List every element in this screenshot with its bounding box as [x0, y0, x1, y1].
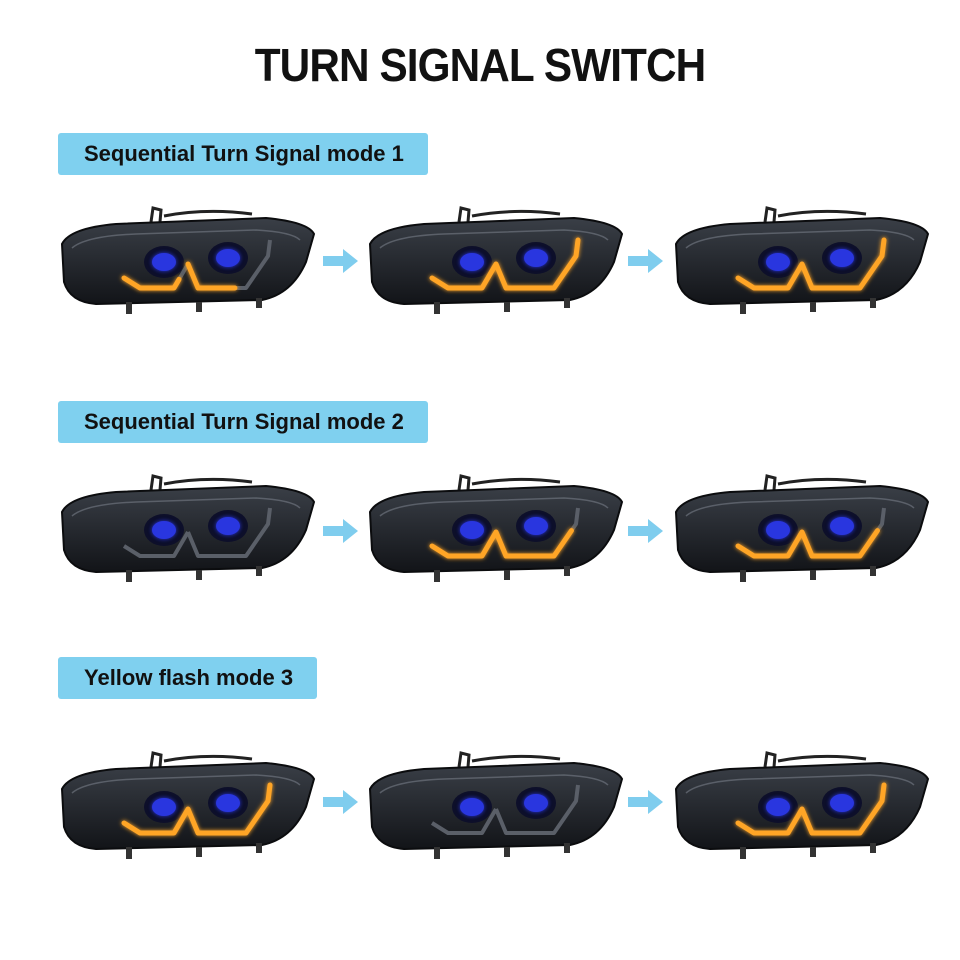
arrow-right-icon	[628, 519, 663, 543]
arrow-right-icon	[323, 790, 358, 814]
arrow-right-icon	[323, 249, 358, 273]
mode-1-frames	[0, 200, 960, 330]
headlight-icon	[60, 474, 316, 582]
mode-label-3: Yellow flash mode 3	[58, 657, 318, 699]
headlight-icon	[674, 474, 930, 582]
arrow-right-icon	[628, 790, 663, 814]
arrow-right-icon	[628, 249, 663, 273]
headlight-icon	[368, 751, 624, 859]
headlight-icon	[60, 751, 316, 859]
headlight-icon	[60, 206, 316, 314]
mode-label-1: Sequential Turn Signal mode 1	[58, 133, 428, 175]
headlight-icon	[368, 474, 624, 582]
mode-label-2: Sequential Turn Signal mode 2	[58, 401, 428, 443]
mode-2-frames	[0, 468, 960, 598]
arrow-right-icon	[323, 519, 358, 543]
mode-3-frames	[0, 745, 960, 875]
headlight-icon	[674, 206, 930, 314]
headlight-icon	[368, 206, 624, 314]
headlight-icon	[674, 751, 930, 859]
page-title: TURN SIGNAL SWITCH	[254, 39, 706, 91]
